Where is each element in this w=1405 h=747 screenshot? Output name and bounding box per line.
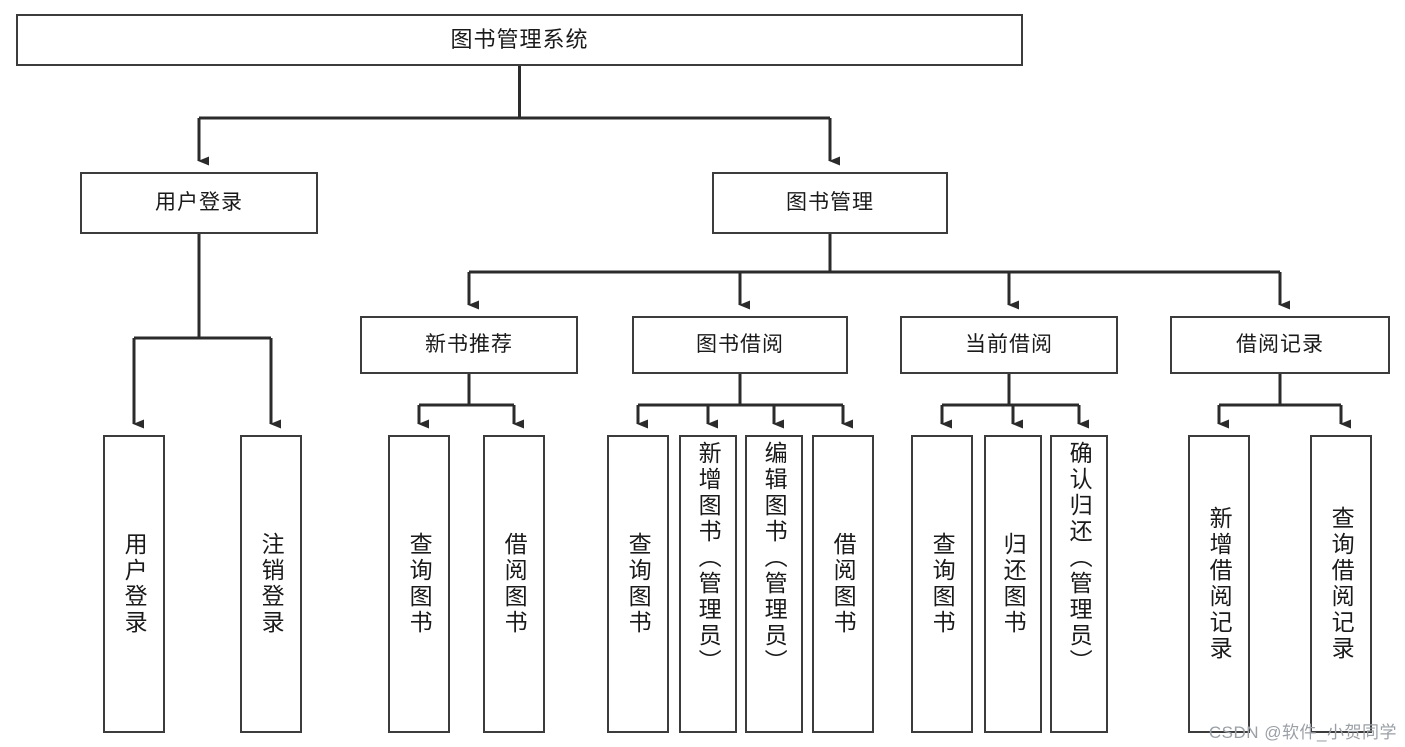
node-user-login[interactable]: 用户登录 [80,172,318,234]
node-label: 图书管理 [786,190,874,214]
node-label: 新书推荐 [425,332,513,356]
node-leaf-user-logout[interactable]: 注销登录 [240,435,302,733]
csdn-watermark: CSDN @软件_小贺同学 [1208,723,1397,742]
node-leaf-confirm-return[interactable]: 确认归还（管理员） [1050,435,1108,733]
node-label: 当前借阅 [965,332,1053,356]
node-label: 借阅图书 [501,532,528,636]
node-label: 图书管理系统 [450,27,589,53]
node-label: 图书借阅 [696,332,784,356]
node-leaf-query-record[interactable]: 查询借阅记录 [1310,435,1372,733]
node-label: 新增借阅记录 [1206,506,1233,662]
node-leaf-user-login[interactable]: 用户登录 [103,435,165,733]
node-leaf-query-book-3[interactable]: 查询图书 [911,435,973,733]
node-leaf-borrow-book-1[interactable]: 借阅图书 [483,435,545,733]
node-label: 归还图书 [1000,532,1027,636]
node-label: 用户登录 [121,532,148,636]
node-current-borrow[interactable]: 当前借阅 [900,316,1118,374]
node-leaf-query-book-2[interactable]: 查询图书 [607,435,669,733]
node-root[interactable]: 图书管理系统 [16,14,1023,66]
node-label: 借阅记录 [1236,332,1324,356]
node-leaf-edit-book[interactable]: 编辑图书（管理员） [745,435,803,733]
node-label: 查询图书 [406,532,433,636]
node-label: 查询图书 [625,532,652,636]
node-label: 编辑图书（管理员） [761,441,788,675]
node-book-borrow[interactable]: 图书借阅 [632,316,848,374]
node-leaf-query-book-1[interactable]: 查询图书 [388,435,450,733]
node-leaf-add-book[interactable]: 新增图书（管理员） [679,435,737,733]
node-label: 用户登录 [155,190,243,214]
node-label: 确认归还（管理员） [1066,441,1093,675]
node-label: 查询借阅记录 [1328,506,1355,662]
node-label: 查询图书 [929,532,956,636]
node-book-manage[interactable]: 图书管理 [712,172,948,234]
node-new-book-rec[interactable]: 新书推荐 [360,316,578,374]
node-leaf-add-record[interactable]: 新增借阅记录 [1188,435,1250,733]
node-leaf-borrow-book-2[interactable]: 借阅图书 [812,435,874,733]
node-leaf-return-book[interactable]: 归还图书 [984,435,1042,733]
node-label: 注销登录 [258,532,285,636]
node-label: 新增图书（管理员） [695,441,722,675]
node-label: 借阅图书 [830,532,857,636]
node-borrow-record[interactable]: 借阅记录 [1170,316,1390,374]
